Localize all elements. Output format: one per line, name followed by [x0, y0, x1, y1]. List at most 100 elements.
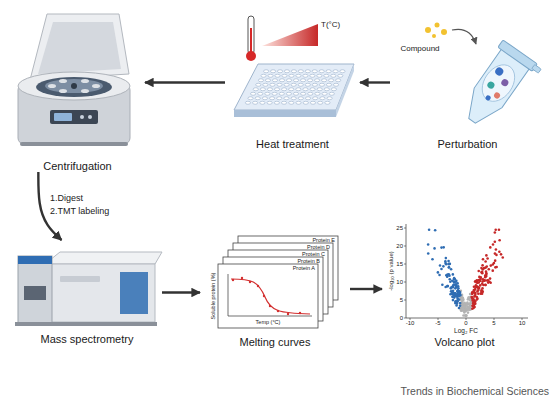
volcano-plot — [477, 289, 480, 292]
volcano-plot — [453, 278, 456, 281]
volcano-plot — [475, 298, 478, 301]
addition-arrow — [452, 29, 476, 44]
volcano-plot — [500, 253, 503, 256]
melting-curve-cards — [232, 279, 234, 281]
well-plate — [305, 70, 310, 73]
centrifuge-illustration — [81, 79, 89, 83]
flow-arrow — [162, 291, 200, 293]
volcano-plot — [473, 289, 476, 292]
volcano-plot — [458, 295, 461, 298]
well-plate — [277, 83, 282, 86]
well-plate — [340, 70, 345, 73]
centrifuge-illustration — [18, 72, 130, 100]
well-plate — [315, 92, 320, 95]
melting-curve-cards — [277, 310, 279, 312]
step-node: Heat treatment — [225, 15, 360, 150]
well-plate — [265, 92, 270, 95]
volcano-plot — [444, 260, 447, 263]
mass-spectrometer — [15, 322, 157, 326]
well-plate — [286, 79, 291, 82]
compound-dots — [425, 23, 447, 39]
well-plate — [284, 83, 289, 86]
volcano-plot — [445, 274, 448, 277]
volcano-plot — [489, 277, 492, 280]
volcano-plot — [467, 306, 470, 309]
step-node: Perturbation — [390, 15, 545, 150]
melting-curve-cards — [263, 295, 265, 297]
compound-dots — [425, 27, 431, 33]
melting-curve-cards — [287, 313, 289, 315]
volcano-plot — [459, 302, 462, 305]
well-plate — [274, 88, 279, 91]
volcano-plot — [498, 250, 501, 253]
volcano-plot — [455, 286, 458, 289]
volcano-plot — [404, 264, 406, 265]
well-plate — [282, 88, 287, 91]
annotation-label: T(°C) — [321, 20, 340, 29]
melting-curve-cards — [299, 312, 301, 314]
volcano-plot — [471, 305, 474, 308]
volcano-plot — [427, 229, 504, 318]
volcano-plot — [406, 318, 528, 319]
volcano-plot — [449, 287, 452, 290]
well-plate — [284, 70, 289, 73]
well-plate — [329, 92, 334, 95]
volcano-plot — [489, 246, 492, 249]
annotation-label: 25 — [396, 225, 403, 232]
volcano-plot — [434, 229, 437, 232]
volcano-plot — [456, 290, 459, 293]
sample-tube — [455, 40, 542, 136]
volcano-plot — [492, 243, 495, 246]
well-plate — [258, 79, 263, 82]
volcano-plot — [477, 286, 480, 289]
well-plate — [268, 74, 273, 77]
well-plate — [261, 74, 266, 77]
volcano-plot — [404, 282, 406, 283]
volcano-plot — [477, 270, 480, 273]
volcano-plot — [404, 246, 406, 247]
well-plate — [267, 88, 272, 91]
well-plate — [325, 101, 330, 104]
volcano-plot — [406, 224, 407, 318]
volcano-plot — [455, 301, 458, 304]
volcano-plot — [447, 263, 450, 266]
well-plate — [263, 83, 268, 86]
centrifuge-illustration — [80, 115, 84, 119]
volcano-plot — [452, 273, 455, 276]
annotation-label: Compound — [400, 44, 439, 53]
well-plate — [307, 79, 312, 82]
compound-dots — [432, 34, 436, 38]
mass-spectrometer — [18, 256, 52, 324]
volcano-plot — [464, 305, 467, 308]
annotation-label: Protein A — [293, 265, 315, 271]
well-plate — [267, 101, 272, 104]
volcano-plot — [427, 243, 430, 246]
centrifuge-illustration — [54, 113, 72, 121]
well-plate — [260, 88, 265, 91]
well-plate — [303, 101, 308, 104]
step-node: Volcano plot — [382, 205, 547, 348]
centrifuge-illustration — [18, 14, 130, 146]
sample-tube — [500, 78, 510, 88]
well-plate — [308, 92, 313, 95]
volcano-plot — [476, 282, 479, 285]
well-plate — [274, 101, 279, 104]
volcano-plot — [472, 302, 475, 305]
centrifuge-illustration — [38, 22, 121, 74]
volcano-plot — [486, 257, 489, 260]
well-plate — [248, 97, 253, 100]
volcano-plot — [440, 246, 443, 249]
well-plate — [312, 70, 317, 73]
volcano-plot — [476, 297, 479, 300]
volcano-plot — [483, 279, 486, 282]
melting-curve-cards — [218, 264, 318, 328]
compound-dots — [441, 29, 447, 35]
sample-tube — [494, 66, 505, 77]
mass-spectrometer — [24, 286, 46, 300]
volcano-plot — [492, 263, 495, 266]
volcano-plot — [495, 248, 498, 251]
well-plate — [305, 97, 310, 100]
volcano-plot — [475, 281, 478, 284]
volcano-plot — [481, 290, 484, 293]
volcano-plot — [478, 286, 481, 289]
